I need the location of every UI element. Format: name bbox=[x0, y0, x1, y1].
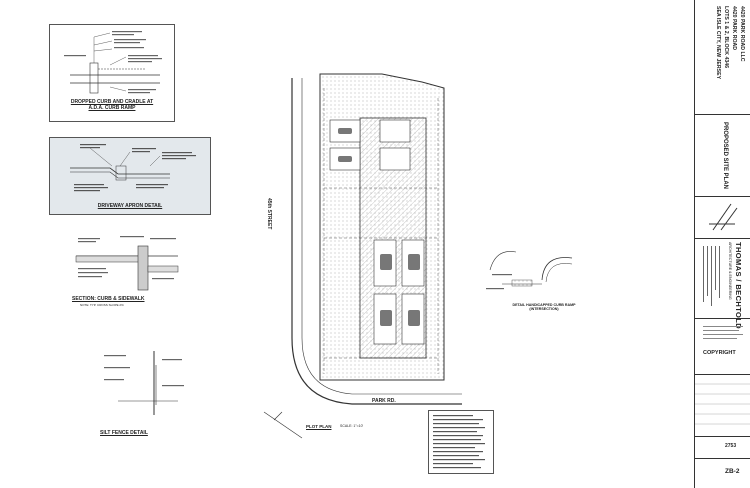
driveway-apron-title: DRIVEWAY APRON DETAIL bbox=[97, 203, 163, 209]
curb-sidewalk-section bbox=[75, 236, 179, 291]
plan-scale: SCALE: 1"=10' bbox=[340, 424, 364, 428]
site-plan-drawing bbox=[263, 73, 462, 439]
curb-section-note: NOTE: TYP. CROSS SLOPE 2% bbox=[80, 303, 124, 307]
ada-ramp-drawing bbox=[486, 251, 573, 290]
curb-section-title: SECTION: CURB & SIDEWALK bbox=[72, 296, 145, 302]
owner-line-4: SEA ISLE CITY, NEW JERSEY bbox=[715, 6, 721, 80]
owner-line-3: LOTS 1 & 2, BLOCK 4346 bbox=[723, 6, 729, 68]
firm-contact-lines bbox=[701, 244, 723, 319]
job-section: 2753 bbox=[695, 436, 750, 459]
sheet-title: PROPOSED SITE PLAN bbox=[722, 122, 728, 190]
owner-section: 4420 PARK ROAD LLC 4420 PARK ROAD LOTS 1… bbox=[695, 0, 750, 115]
copyright-section: COPYRIGHT bbox=[695, 318, 750, 375]
driveway-apron-drawing bbox=[70, 144, 196, 192]
dropped-curb-title: DROPPED CURB AND CRADLE AT A.D.A. CURB R… bbox=[70, 99, 154, 111]
owner-line-2: 4420 PARK ROAD bbox=[731, 6, 737, 51]
firm-section: THOMAS / BECHTOLD ARCHITECTURE & ENGINEE… bbox=[695, 238, 750, 329]
owner-line-1: 4420 PARK ROAD LLC bbox=[739, 6, 745, 62]
road-label: PARK RD. bbox=[372, 398, 396, 404]
street-label: 45th STREET bbox=[266, 198, 272, 230]
dropped-curb-drawing bbox=[64, 31, 162, 94]
ada-ramp-title: DETAIL HANDICAPPED CURB RAMP (INTERSECTI… bbox=[512, 303, 576, 311]
firm-logo-icon bbox=[709, 203, 738, 231]
job-number: 2753 bbox=[725, 443, 737, 449]
firm-name: THOMAS / BECHTOLD bbox=[734, 242, 743, 330]
sheet-title-section: PROPOSED SITE PLAN bbox=[695, 114, 750, 197]
sheet-number: ZB-2 bbox=[725, 468, 740, 475]
title-block: 4420 PARK ROAD LLC 4420 PARK ROAD LOTS 1… bbox=[694, 0, 750, 488]
plot-plan-title: PLOT PLAN bbox=[306, 424, 332, 429]
revision-section bbox=[695, 374, 750, 437]
firm-subtitle: ARCHITECTURE & ENGINEERING bbox=[728, 242, 732, 300]
silt-fence-title: SILT FENCE DETAIL bbox=[100, 430, 148, 436]
plan-notes bbox=[428, 410, 494, 474]
logo-section bbox=[695, 196, 750, 239]
copyright-text: COPYRIGHT bbox=[703, 350, 736, 356]
sheet-number-section: ZB-2 bbox=[695, 458, 750, 488]
driveway-apron-detail: DRIVEWAY APRON DETAIL bbox=[49, 137, 211, 215]
copyright-lines bbox=[703, 326, 743, 339]
revision-grid bbox=[695, 383, 750, 425]
silt-fence-drawing bbox=[104, 351, 184, 415]
dropped-curb-detail: DROPPED CURB AND CRADLE AT A.D.A. CURB R… bbox=[49, 24, 175, 122]
